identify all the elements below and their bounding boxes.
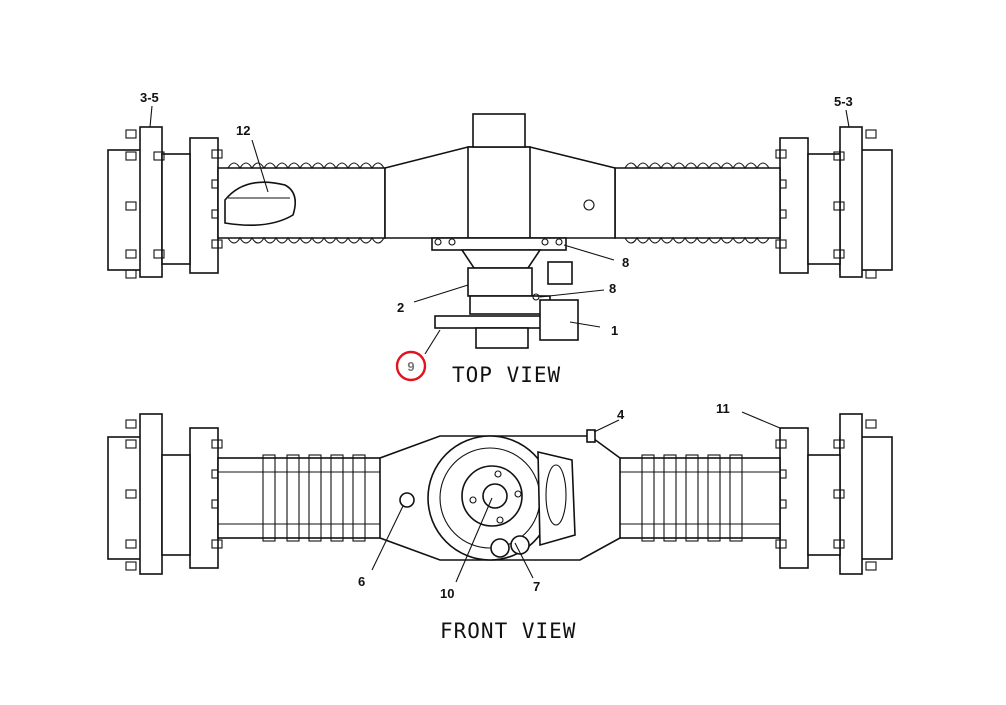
callout-9-highlighted: 9 <box>395 350 427 382</box>
callout-3-5: 3-5 <box>140 90 159 105</box>
callout-12: 12 <box>236 123 250 138</box>
callout-7: 7 <box>533 579 540 594</box>
callout-11: 11 <box>716 401 730 416</box>
front-view-axle <box>107 413 893 575</box>
front-view-title: FRONT VIEW <box>440 619 576 643</box>
top-view-axle <box>107 113 893 349</box>
callout-6: 6 <box>358 574 365 589</box>
callout-8-upper: 8 <box>622 255 629 270</box>
leader-lines <box>149 105 850 583</box>
callout-2: 2 <box>397 300 404 315</box>
top-view-title: TOP VIEW <box>452 363 561 387</box>
callouts: 3-5 5-3 12 8 8 2 1 9 4 11 6 10 7 <box>140 90 853 601</box>
callout-8-lower: 8 <box>609 281 616 296</box>
callout-10: 10 <box>440 586 454 601</box>
callout-1: 1 <box>611 323 618 338</box>
callout-5-3: 5-3 <box>834 94 853 109</box>
callout-4: 4 <box>617 407 625 422</box>
callout-9-label: 9 <box>407 359 414 374</box>
highlight-ring <box>395 350 427 382</box>
